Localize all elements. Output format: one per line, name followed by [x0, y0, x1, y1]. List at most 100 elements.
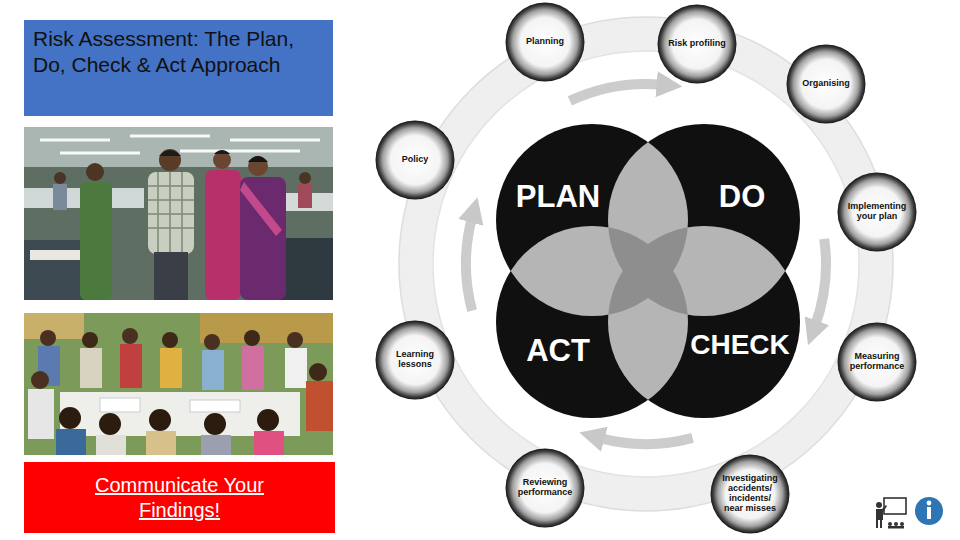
overlap-lens — [608, 124, 800, 316]
meeting-photo — [309, 363, 327, 381]
ball-shape — [376, 121, 455, 200]
info-icon — [915, 497, 943, 525]
factory-photo — [40, 136, 320, 153]
factory-photo — [24, 127, 333, 300]
factory-photo — [248, 156, 268, 162]
factory-photo — [159, 149, 181, 171]
meeting-photo — [200, 313, 333, 343]
title-text: Risk Assessment: The Plan, Do, Check & A… — [33, 26, 324, 79]
meeting-photo — [287, 332, 303, 348]
ball-shape — [376, 321, 455, 400]
meeting-photo — [40, 330, 56, 346]
pdca-shape — [608, 226, 800, 418]
factory-photo — [240, 177, 286, 300]
node-label: Measuring performance — [847, 352, 907, 372]
meeting-photo — [202, 350, 224, 390]
meeting-photo — [120, 344, 142, 388]
factory-photo — [54, 172, 66, 184]
stage-circle: Policy — [375, 120, 455, 200]
cycle-arrow — [599, 438, 692, 444]
ball-shape — [506, 449, 585, 528]
pdca-shape — [496, 124, 688, 316]
meeting-photo — [257, 409, 279, 431]
node-label: Planning — [515, 37, 575, 47]
presenter-icon — [900, 522, 904, 526]
presenter-icon — [894, 522, 898, 526]
meeting-photo — [306, 381, 333, 431]
presenter-icon — [888, 526, 904, 529]
cycle-arrow — [815, 239, 826, 326]
factory-photo — [80, 182, 112, 300]
meeting-photo — [201, 435, 231, 455]
stage-circle: Risk profiling — [657, 4, 737, 84]
meeting-photo — [100, 398, 140, 412]
meeting-photo — [162, 332, 178, 348]
meeting-photo — [190, 400, 240, 412]
pdca-shape — [496, 226, 688, 418]
meeting-photo — [244, 330, 260, 346]
meeting-photo — [204, 413, 226, 435]
node-label: Policy — [385, 155, 445, 165]
factory-photo — [159, 150, 181, 156]
stage-circle: Learning lessons — [375, 320, 455, 400]
pdca-circle: ACT — [496, 226, 688, 418]
cycle-ring — [399, 17, 893, 511]
node-label: Communicate Your Findings! — [80, 473, 280, 523]
stage-circle: Measuring performance — [837, 322, 917, 402]
factory-photo — [154, 252, 188, 300]
factory-photo — [24, 127, 333, 300]
pdca-circle: PLAN — [496, 124, 688, 316]
meeting-photo — [56, 429, 86, 455]
pdca-shape — [496, 226, 688, 418]
ball-shape — [838, 173, 917, 252]
factory-photo — [214, 150, 230, 154]
meeting-photo — [28, 389, 54, 439]
node-label: ACT — [526, 335, 590, 366]
node-label: Investigating accidents/ incidents/ near… — [720, 474, 780, 514]
factory-photo — [213, 151, 231, 169]
meeting-photo — [254, 431, 284, 455]
cycle-ring — [416, 34, 876, 494]
stage-circle: Reviewing performance — [505, 448, 585, 528]
cycle-arrow — [570, 84, 662, 101]
overlap-lens — [608, 124, 800, 316]
cycle-arrow — [466, 84, 826, 444]
meeting-photo — [122, 328, 138, 344]
presenter-icon — [876, 505, 887, 520]
ball-shape — [506, 3, 585, 82]
factory-photo — [86, 163, 104, 181]
pdca-shape — [496, 124, 688, 316]
node-label: CHECK — [690, 331, 790, 359]
meeting-photo — [60, 392, 300, 436]
ball-shape — [711, 455, 790, 534]
meeting-photo — [82, 332, 98, 348]
node-label: Reviewing performance — [515, 478, 575, 498]
pdca-circle: DO — [608, 124, 800, 316]
stage-circle: Investigating accidents/ incidents/ near… — [710, 454, 790, 534]
pdca-shape — [608, 226, 800, 418]
presenter-icon — [877, 520, 881, 528]
meeting-photo — [99, 413, 121, 435]
meeting-photo — [204, 334, 220, 350]
factory-photo — [148, 172, 194, 254]
node-label: Implementing your plan — [847, 202, 907, 222]
meeting-photo — [24, 313, 333, 455]
meeting-photo — [149, 409, 171, 431]
presenter-icon — [876, 498, 906, 529]
factory-photo — [299, 172, 311, 184]
factory-photo — [298, 184, 312, 208]
info-icon — [915, 497, 943, 525]
factory-photo — [205, 170, 241, 300]
factory-photo — [148, 172, 194, 254]
cycle-ring — [399, 17, 893, 511]
factory-photo — [53, 184, 67, 210]
title-box: Risk Assessment: The Plan, Do, Check & A… — [24, 20, 333, 116]
presenter-icon — [888, 522, 892, 526]
pdca-shape — [608, 124, 800, 316]
pdca-shape — [608, 124, 800, 316]
pdca-circle: CHECK — [608, 226, 800, 418]
meeting-photo — [59, 407, 81, 429]
factory-photo — [248, 156, 268, 176]
meeting-photo — [285, 348, 307, 388]
